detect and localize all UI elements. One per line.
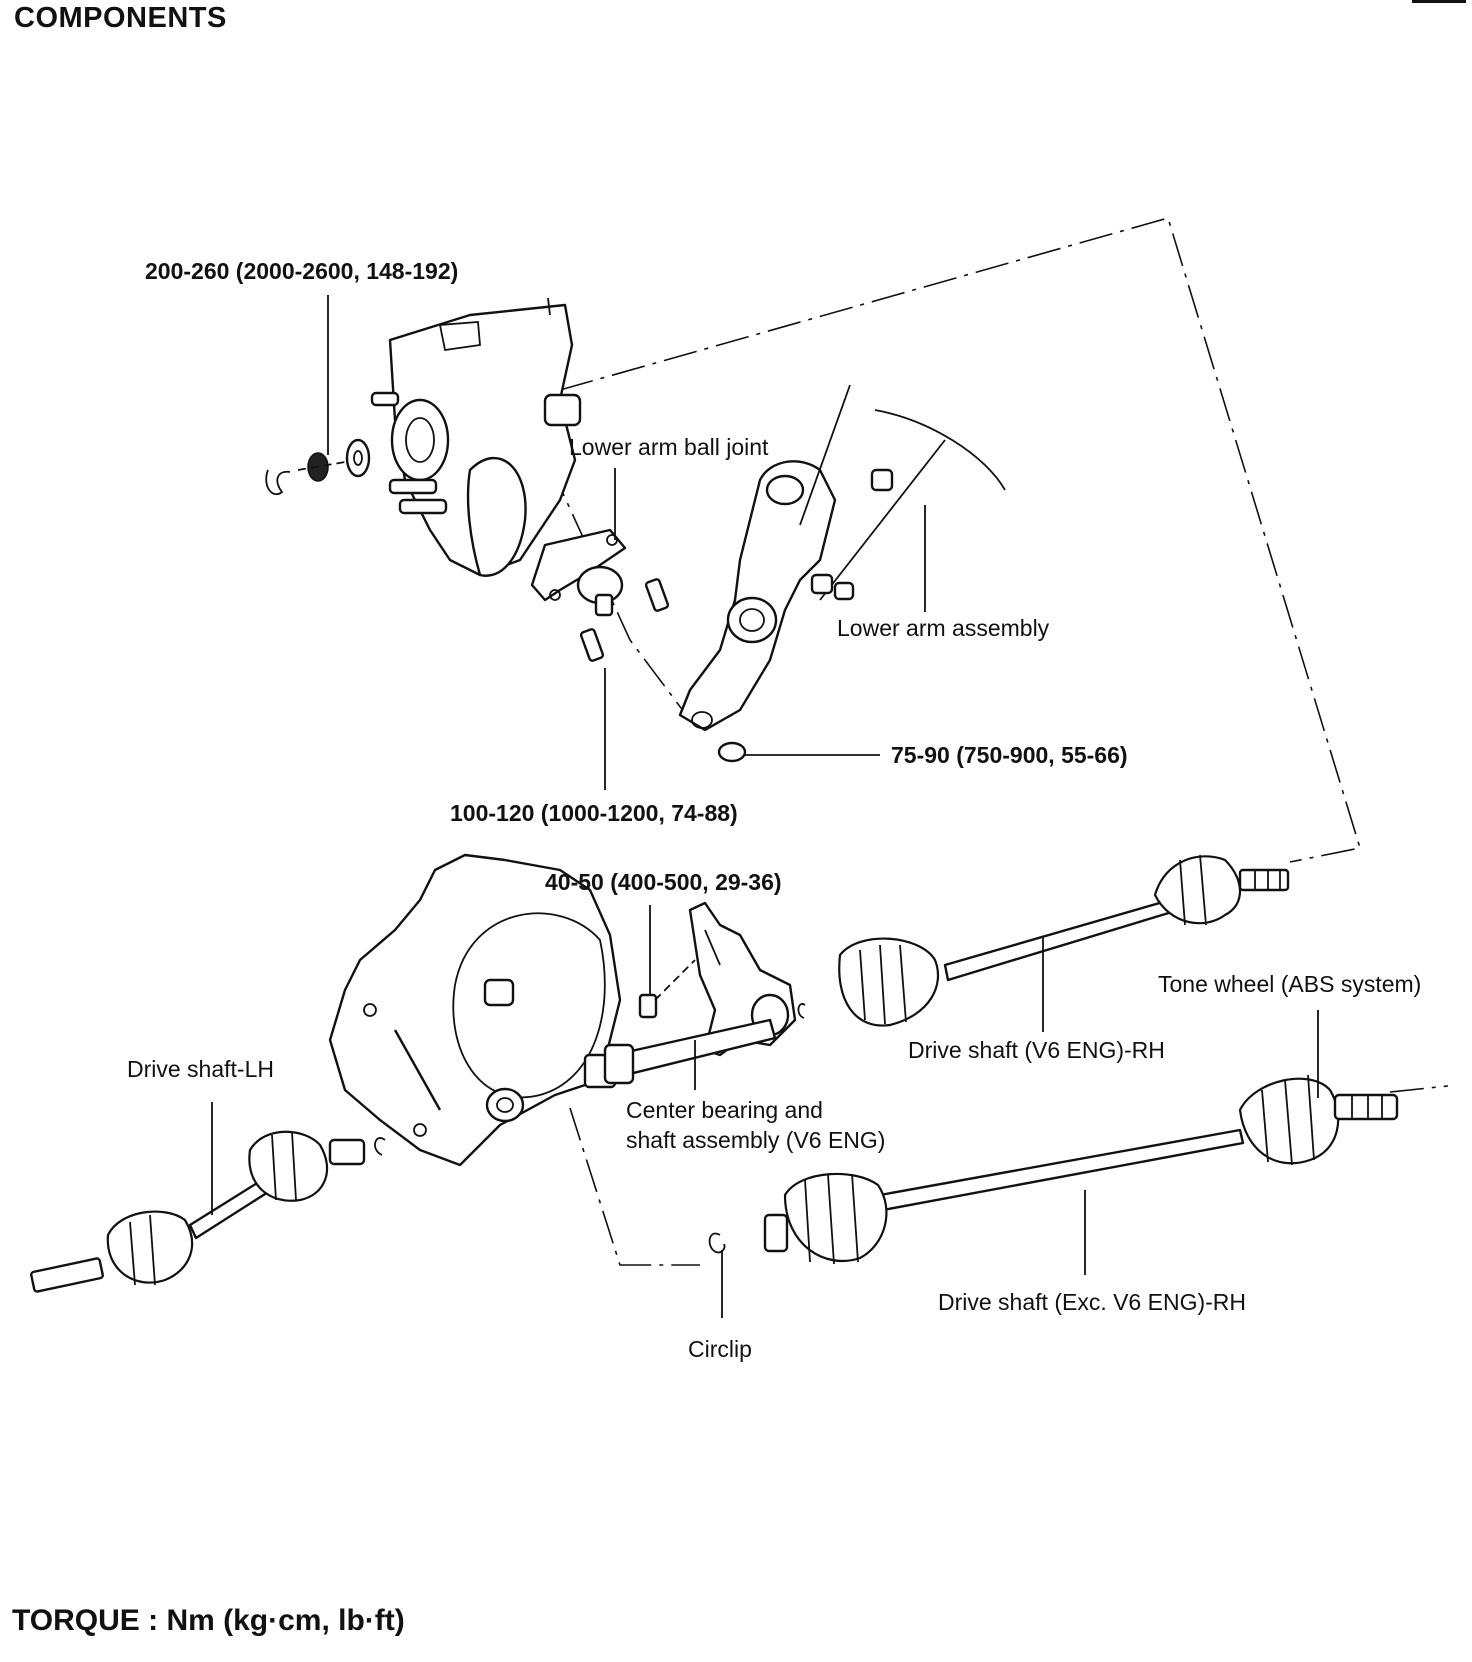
assembly-phantom-lines <box>549 217 1449 1266</box>
drive-shaft-v6-rh-icon <box>838 854 1290 1027</box>
drive-shaft-exc-v6-rh-label: Drive shaft (Exc. V6 ENG)-RH <box>938 1289 1246 1315</box>
center-bearing-bracket-icon <box>583 901 806 1089</box>
ball-joint-icon <box>530 528 627 617</box>
drive-shaft-exc-v6-rh-icon <box>763 1074 1399 1265</box>
ball-joint-bolt-icon <box>579 578 670 662</box>
circlip-icon <box>708 1232 726 1254</box>
torque-hub-nut-label: 200-260 (2000-2600, 148-192) <box>145 258 458 284</box>
center-bearing-label-line2: shaft assembly (V6 ENG) <box>626 1127 885 1153</box>
torque-units-note: TORQUE : Nm (kg·cm, lb·ft) <box>12 1604 405 1637</box>
drive-shaft-v6-rh-label: Drive shaft (V6 ENG)-RH <box>908 1037 1165 1063</box>
drive-shaft-lh-icon <box>30 1130 386 1293</box>
lower-arm-ball-joint-label: Lower arm ball joint <box>569 434 769 460</box>
leader-lines <box>211 295 1319 1318</box>
drive-shaft-lh-label: Drive shaft-LH <box>127 1056 274 1082</box>
page-corner-mark <box>1412 0 1466 3</box>
torque-bearing-bracket-label: 40-50 (400-500, 29-36) <box>545 869 782 895</box>
tone-wheel-label: Tone wheel (ABS system) <box>1158 971 1421 997</box>
page-title: COMPONENTS <box>14 2 227 34</box>
lower-arm-icon <box>678 384 1006 763</box>
torque-ball-joint-bolt-label: 100-120 (1000-1200, 74-88) <box>450 800 738 826</box>
steering-knuckle-icon <box>370 297 582 577</box>
torque-ball-joint-nut-label: 75-90 (750-900, 55-66) <box>891 742 1128 768</box>
transaxle-case-icon <box>328 853 622 1167</box>
center-bearing-label-line1: Center bearing and <box>626 1097 823 1123</box>
lower-arm-assembly-label: Lower arm assembly <box>837 615 1050 641</box>
circlip-label: Circlip <box>688 1336 752 1362</box>
hub-nut-icon <box>265 438 371 495</box>
